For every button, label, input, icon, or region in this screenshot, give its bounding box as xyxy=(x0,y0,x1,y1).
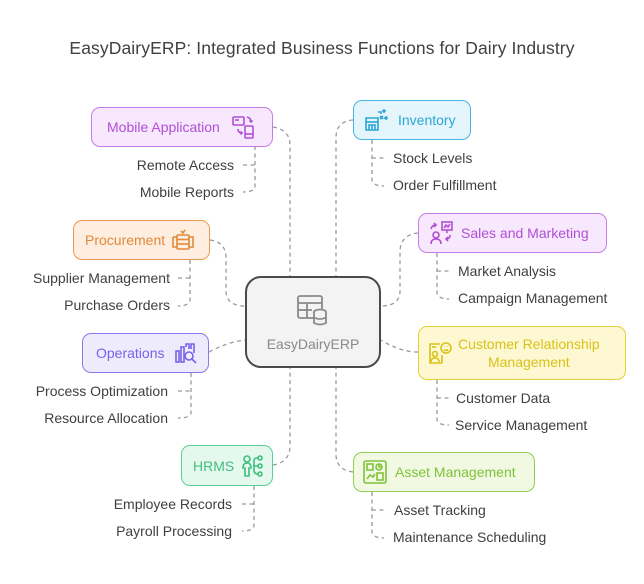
sub-mobile-reports: Mobile Reports xyxy=(139,184,234,200)
sub-employee-records: Employee Records xyxy=(113,496,232,512)
node-label-line2: Management xyxy=(487,354,570,370)
node-asset-management[interactable]: Asset Management xyxy=(353,452,535,492)
operations-analysis-icon xyxy=(174,341,198,365)
procurement-icon xyxy=(171,228,195,252)
node-sales-and-marketing[interactable]: Sales and Marketing xyxy=(418,213,607,253)
node-label: Asset Management xyxy=(395,464,516,480)
node-hrms[interactable]: HRMS xyxy=(181,445,273,486)
sub-asset-tracking: Asset Tracking xyxy=(394,502,486,518)
connector-crm-subs xyxy=(436,380,450,426)
connector-inventory xyxy=(335,119,354,276)
node-label-line1: Customer Relationship xyxy=(458,336,600,352)
sub-process-optimization: Process Optimization xyxy=(35,383,168,399)
node-label: Operations xyxy=(96,345,165,361)
connector-sales-subs xyxy=(436,253,450,300)
node-procurement[interactable]: Procurement xyxy=(73,220,210,260)
sub-remote-access: Remote Access xyxy=(136,157,234,173)
connector-asset xyxy=(335,368,354,473)
node-label: Procurement xyxy=(85,232,166,248)
connector-procurement xyxy=(209,239,246,307)
node-operations[interactable]: Operations xyxy=(82,333,209,373)
sub-stock-levels: Stock Levels xyxy=(393,150,473,166)
connector-hrms-subs xyxy=(241,486,255,532)
sales-presentation-icon xyxy=(429,221,453,245)
sub-purchase-orders: Purchase Orders xyxy=(64,297,170,313)
connector-operations-subs xyxy=(177,373,192,419)
node-label: HRMS xyxy=(193,457,235,474)
sub-order-fulfillment: Order Fulfillment xyxy=(393,177,497,193)
node-label: Sales and Marketing xyxy=(461,225,589,241)
node-customer-relationship-management[interactable]: Customer Relationship Management xyxy=(418,326,626,380)
sub-campaign-management: Campaign Management xyxy=(458,290,608,306)
sub-service-management: Service Management xyxy=(455,417,588,433)
connector-sales xyxy=(380,232,419,307)
sub-resource-allocation: Resource Allocation xyxy=(44,410,168,426)
sub-maintenance-scheduling: Maintenance Scheduling xyxy=(393,529,547,545)
table-database-icon xyxy=(296,293,330,332)
sub-customer-data: Customer Data xyxy=(456,390,551,406)
center-node[interactable]: EasyDairyERP xyxy=(245,276,381,368)
sub-payroll-processing: Payroll Processing xyxy=(116,523,232,539)
employee-network-icon xyxy=(240,454,264,478)
node-mobile-application[interactable]: Mobile Application xyxy=(91,107,273,147)
connector-mobile xyxy=(272,126,291,276)
warehouse-icon xyxy=(364,108,388,132)
node-label: Inventory xyxy=(398,112,456,128)
asset-dashboard-icon xyxy=(363,460,387,484)
sub-supplier-management: Supplier Management xyxy=(33,270,170,286)
connector-mobile-subs xyxy=(242,146,256,193)
diagram-title: EasyDairyERP: Integrated Business Functi… xyxy=(69,38,575,58)
connector-asset-subs xyxy=(371,492,385,539)
connector-crm xyxy=(380,339,419,353)
center-label: EasyDairyERP xyxy=(266,335,360,352)
node-label: Mobile Application xyxy=(107,119,220,135)
sub-market-analysis: Market Analysis xyxy=(458,263,557,279)
node-inventory[interactable]: Inventory xyxy=(353,100,471,140)
mobile-sync-icon xyxy=(232,115,256,139)
connector-procurement-subs xyxy=(177,260,191,307)
connector-operations xyxy=(208,339,246,353)
connector-inventory-subs xyxy=(371,140,385,187)
customer-satisfaction-icon xyxy=(428,341,452,365)
connector-hrms xyxy=(272,368,291,466)
